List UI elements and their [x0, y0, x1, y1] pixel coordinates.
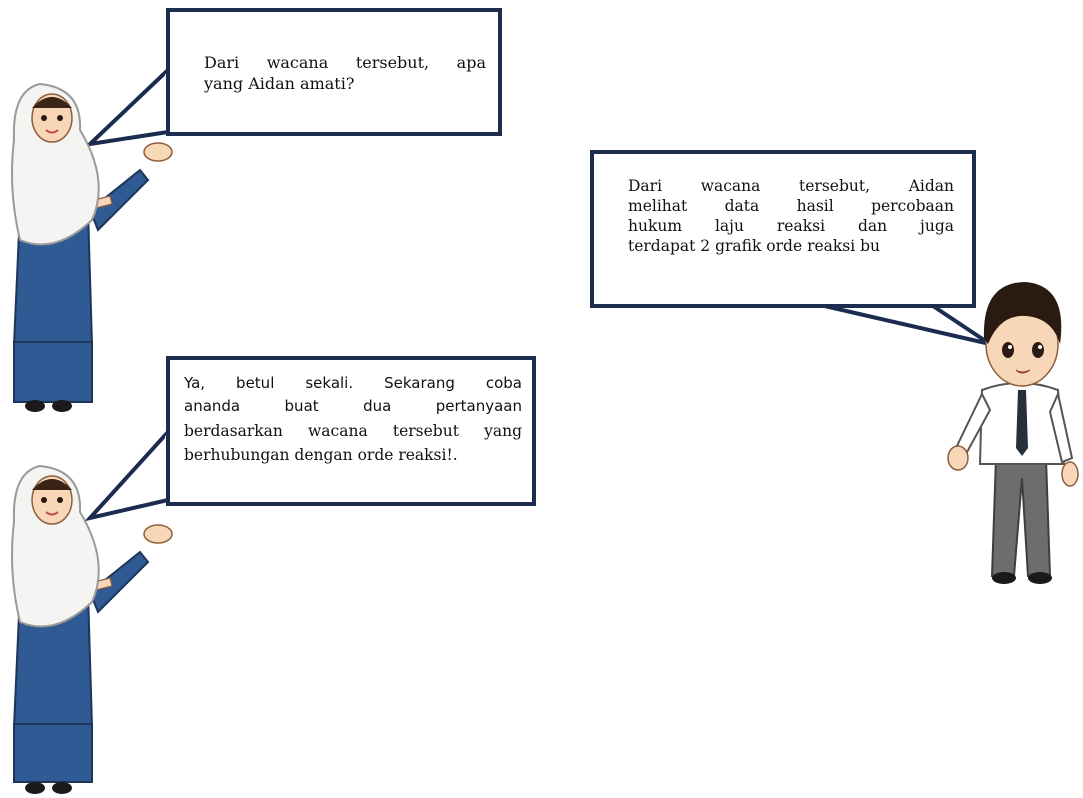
bubble-text-line: berhubungan dengan orde reaksi!.	[184, 445, 458, 464]
bubble-text-line: Ya, betul sekali. Sekarang coba	[184, 374, 522, 392]
speech-bubble-student: Dari wacana tersebut, Aidan melihat data…	[590, 150, 976, 308]
bubble-text-line: Dari wacana tersebut, apa	[204, 53, 486, 72]
speech-bubble-teacher-top: Dari wacana tersebut, apa yang Aidan ama…	[166, 8, 502, 136]
bubble-text-line: Dari wacana tersebut, Aidan	[628, 177, 954, 195]
bubble-text-line: ananda buat dua pertanyaan	[184, 397, 522, 416]
bubble-text-line: terdapat 2 grafik orde reaksi bu	[628, 237, 881, 256]
student-illustration	[947, 282, 1079, 584]
bubble-text-line: yang Aidan amati?	[204, 74, 355, 94]
bubble-text-line: hukum laju reaksi dan juga	[628, 217, 954, 236]
bubble-text-line: berdasarkan wacana tersebut yang	[184, 421, 522, 440]
teacher-illustration-bottom	[11, 464, 173, 794]
teacher-illustration-top	[11, 82, 173, 412]
speech-bubble-teacher-bottom: Ya, betul sekali. Sekarang coba ananda b…	[166, 356, 536, 506]
bubble-text-line: melihat data hasil percobaan	[628, 197, 954, 216]
